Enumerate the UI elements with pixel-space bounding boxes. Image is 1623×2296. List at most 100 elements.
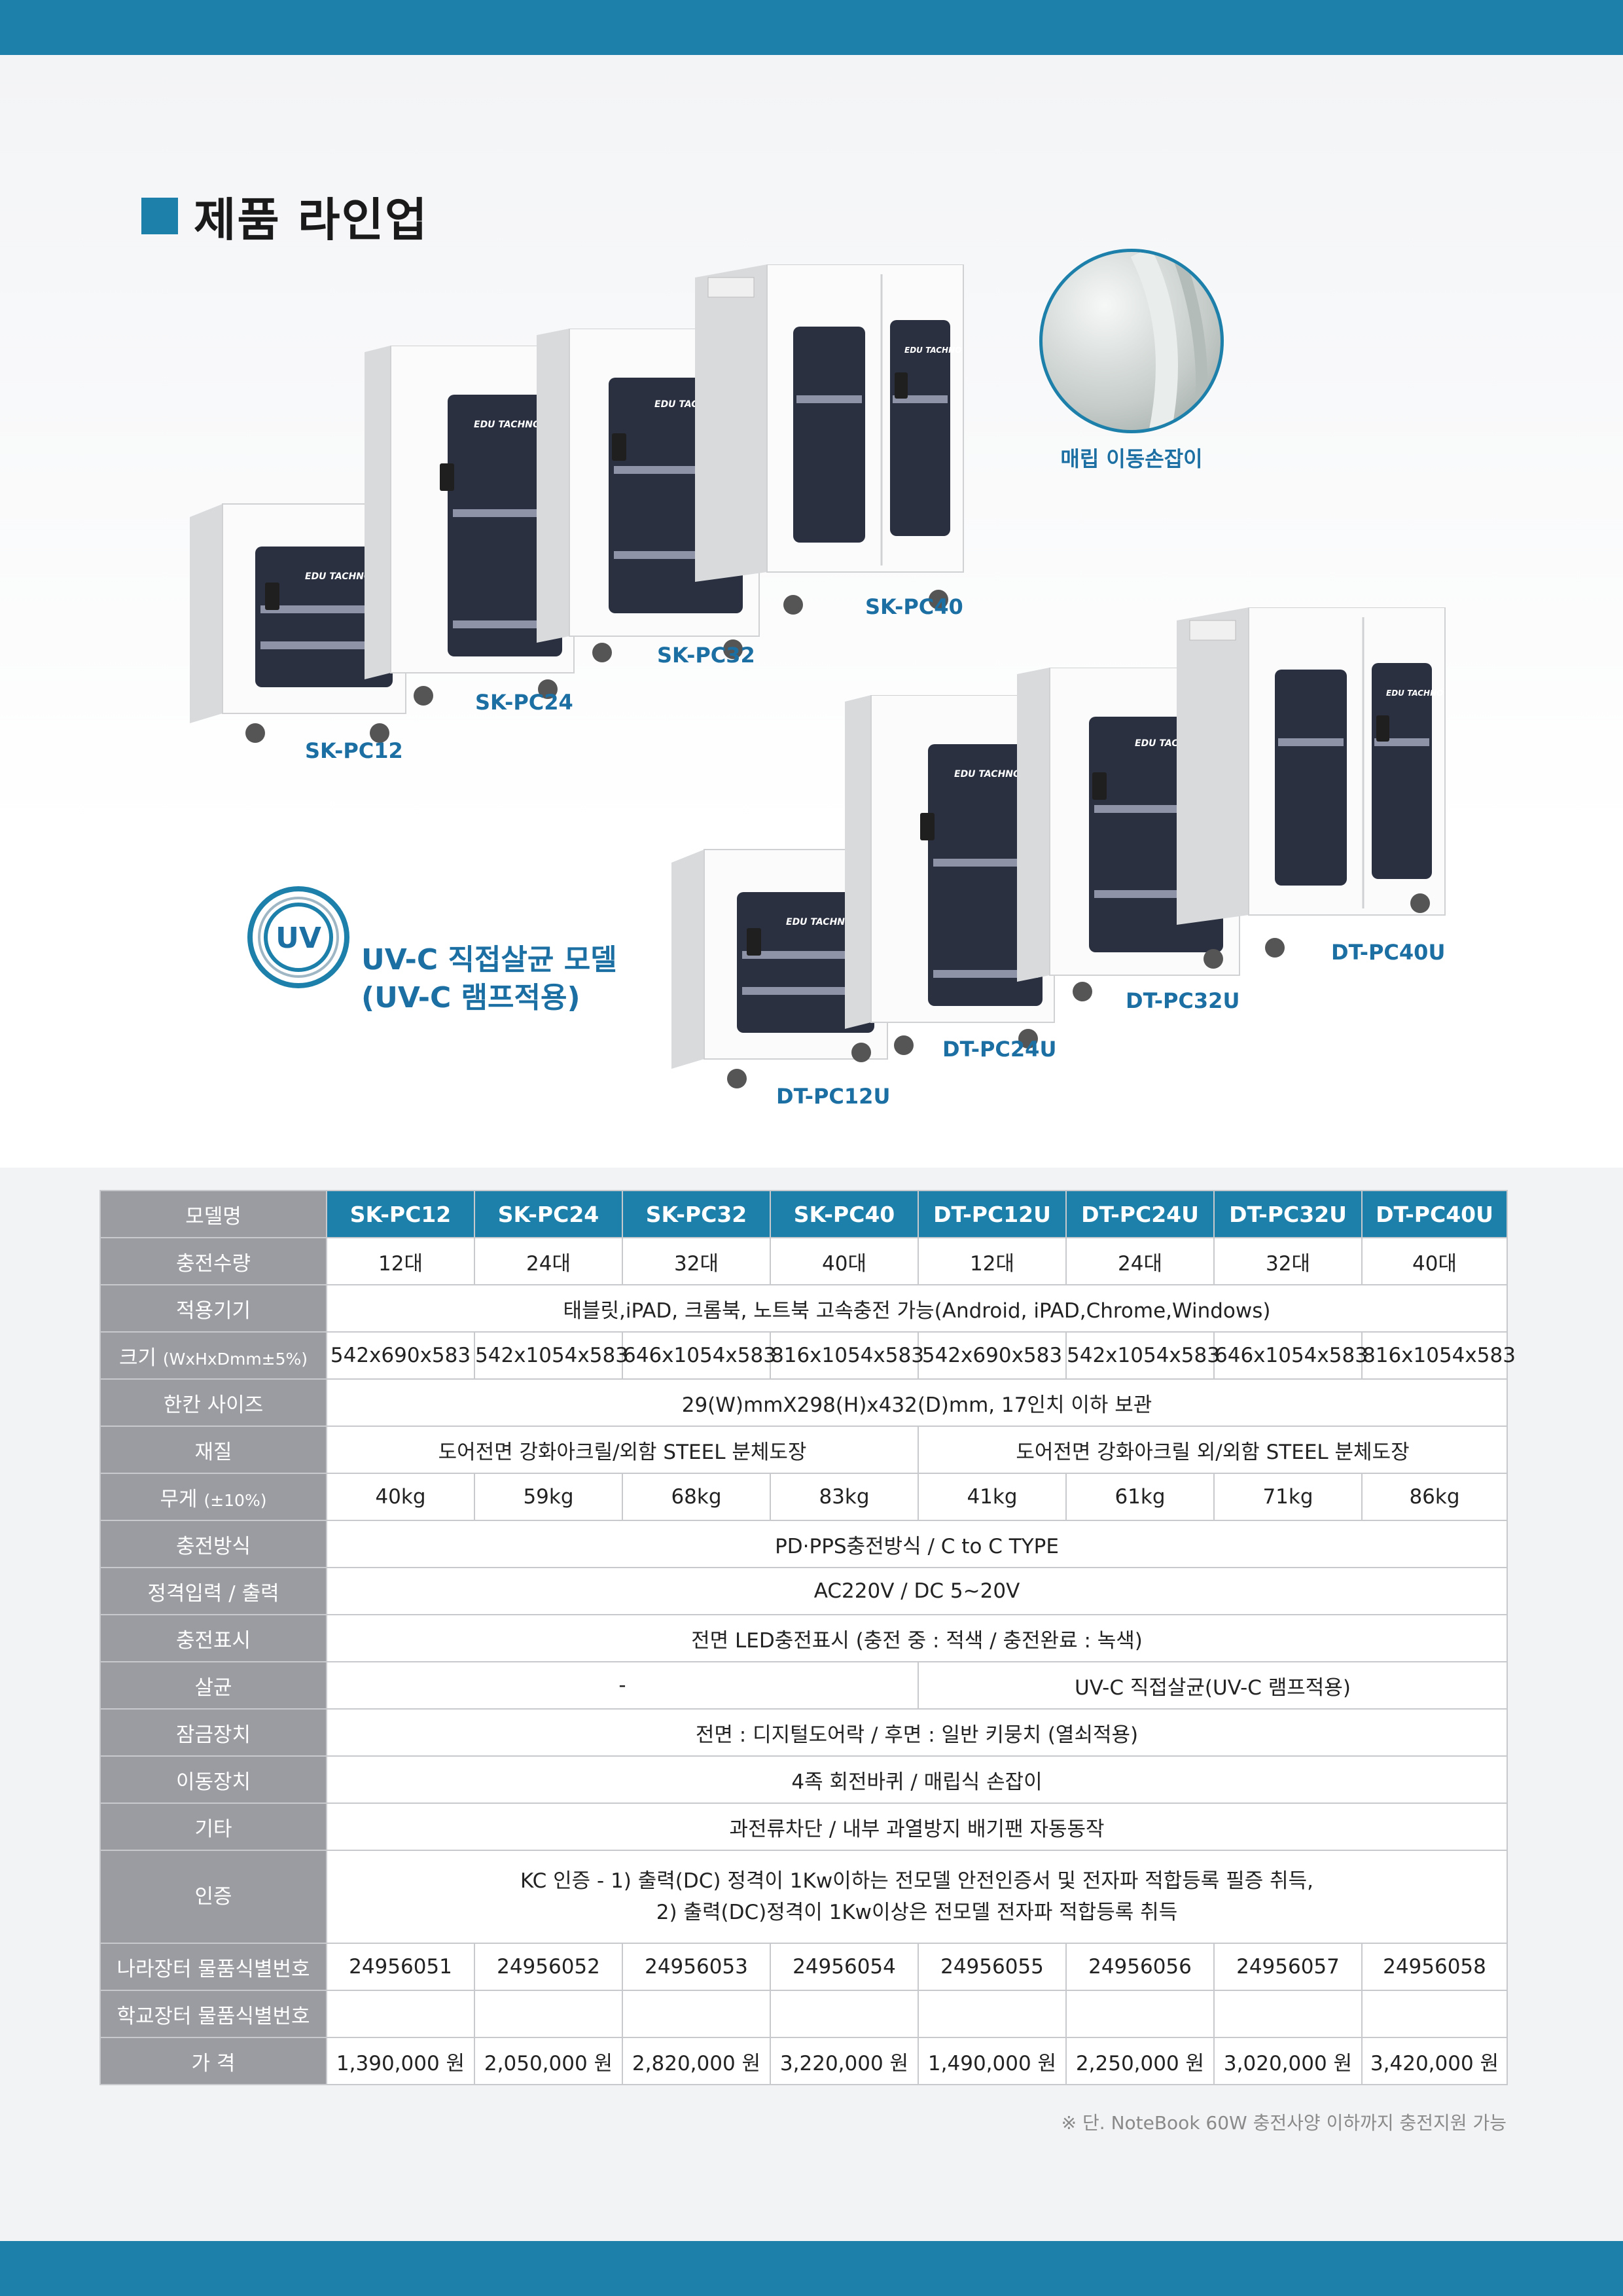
table-cell: 542x1054x583 xyxy=(1065,1331,1220,1380)
size-header: 크기 (WxHxDmm±5%) xyxy=(99,1331,327,1380)
table-cell: 40대 xyxy=(1361,1237,1508,1285)
sterilize-dt-value: UV-C 직접살균(UV-C 램프적용) xyxy=(918,1661,1508,1710)
product-sk-pc40-image: EDU TACHNO xyxy=(695,264,964,615)
table-cell: 24956051 xyxy=(326,1943,475,1991)
table-cell: 41kg xyxy=(918,1473,1067,1521)
uv-model-title: UV-C 직접살균 모델 (UV-C 램프적용) xyxy=(361,941,617,1017)
dt-pc40u-brand-text: EDU TACHNO xyxy=(1386,689,1443,698)
mobility-header: 이동장치 xyxy=(99,1755,327,1804)
sk-pc24-label: SK-PC24 xyxy=(475,690,573,715)
handle-detail-illustration xyxy=(1130,252,1208,430)
model-cell: DT-PC24U xyxy=(1065,1190,1215,1238)
power-row: 정격입력 / 출력 AC220V / DC 5~20V xyxy=(99,1567,1508,1615)
uv-badge-icon: UV xyxy=(247,886,349,988)
dt-pc12u-brand-text: EDU TACHNO xyxy=(786,917,853,927)
top-accent-bar xyxy=(0,0,1623,55)
section-title: 제품 라인업 xyxy=(141,183,428,249)
sk-pc40-label: SK-PC40 xyxy=(865,594,963,619)
table-cell: 3,020,000 원 xyxy=(1213,2037,1363,2085)
table-cell: 542x690x583 xyxy=(326,1331,475,1380)
lock-header: 잠금장치 xyxy=(99,1708,327,1757)
size-header-sub: (WxHxDmm±5%) xyxy=(162,1349,308,1369)
table-cell: 24956054 xyxy=(770,1943,919,1991)
etc-row: 기타 과전류차단 / 내부 과열방지 배기팬 자동동작 xyxy=(99,1803,1508,1851)
table-cell: 86kg xyxy=(1361,1473,1508,1521)
dt-pc24u-brand-text: EDU TACHNO xyxy=(954,769,1021,780)
handle-label: 매립 이동손잡이 xyxy=(1060,446,1203,471)
title-square-icon xyxy=(141,198,178,234)
table-cell: 40kg xyxy=(326,1473,475,1521)
price-row: 가 격 1,390,000 원 2,050,000 원 2,820,000 원 … xyxy=(99,2037,1508,2085)
material-header: 재질 xyxy=(99,1426,327,1474)
sk-pc12-label: SK-PC12 xyxy=(305,738,403,763)
sterilize-header: 살균 xyxy=(99,1661,327,1710)
dt-pc12u-label: DT-PC12U xyxy=(776,1084,891,1109)
uv-badge-text: UV xyxy=(276,922,321,955)
table-cell: 2,050,000 원 xyxy=(474,2037,623,2085)
table-cell: 816x1054x583 xyxy=(1361,1331,1516,1380)
table-cell: 542x690x583 xyxy=(918,1331,1067,1380)
indicator-header: 충전표시 xyxy=(99,1614,327,1662)
product-dt-pc12u-image: EDU TACHNO xyxy=(671,849,888,1088)
bottom-accent-bar xyxy=(0,2241,1623,2296)
table-cell: 61kg xyxy=(1065,1473,1215,1521)
product-dt-pc40u-image: EDU TACHNO xyxy=(1177,607,1446,958)
table-cell xyxy=(326,1990,475,2038)
table-cell: 646x1054x583 xyxy=(622,1331,776,1380)
lock-row: 잠금장치 전면 : 디지털도어락 / 후면 : 일반 키뭉치 (열쇠적용) xyxy=(99,1708,1508,1757)
handle-detail-image xyxy=(1039,249,1224,433)
dt-pc24u-label: DT-PC24U xyxy=(942,1037,1057,1062)
school-header: 학교장터 물품식별번호 xyxy=(99,1990,327,2038)
mobility-row: 이동장치 4족 회전바퀴 / 매립식 손잡이 xyxy=(99,1755,1508,1804)
table-cell: 1,390,000 원 xyxy=(326,2037,475,2085)
sk-pc24-brand-text: EDU TACHNO xyxy=(474,420,541,430)
narajangter-header: 나라장터 물품식별번호 xyxy=(99,1943,327,1991)
model-cell: SK-PC24 xyxy=(474,1190,623,1238)
product-sk-pc12-image: EDU TACHNO xyxy=(190,503,406,743)
spec-table: 모델명 SK-PC12 SK-PC24 SK-PC32 SK-PC40 DT-P… xyxy=(99,1190,1516,2085)
model-row: 모델명 SK-PC12 SK-PC24 SK-PC32 SK-PC40 DT-P… xyxy=(99,1190,1508,1238)
table-cell xyxy=(474,1990,623,2038)
sterilize-row: 살균 - UV-C 직접살균(UV-C 램프적용) xyxy=(99,1661,1508,1710)
charge-method-value: PD·PPS충전방식 / C to C TYPE xyxy=(326,1520,1508,1568)
devices-row: 적용기기 태블릿,iPAD, 크롬북, 노트북 고속충전 가능(Android,… xyxy=(99,1284,1508,1333)
uv-title-line1: UV-C 직접살균 모델 xyxy=(361,943,617,977)
slot-size-row: 한칸 사이즈 29(W)mmX298(H)x432(D)mm, 17인치 이하 … xyxy=(99,1378,1508,1427)
weight-header-sub: (±10%) xyxy=(204,1490,267,1510)
dt-pc40u-label: DT-PC40U xyxy=(1331,940,1446,965)
indicator-row: 충전표시 전면 LED충전표시 (충전 중 : 적색 / 충전완료 : 녹색) xyxy=(99,1614,1508,1662)
charge-count-header: 충전수량 xyxy=(99,1237,327,1285)
cert-value: KC 인증 - 1) 출력(DC) 정격이 1Kw이하는 전모델 안전인증서 및… xyxy=(326,1850,1508,1944)
weight-header-label: 무게 xyxy=(160,1487,198,1511)
table-cell xyxy=(1361,1990,1508,2038)
table-cell: 32대 xyxy=(622,1237,771,1285)
school-row: 학교장터 물품식별번호 xyxy=(99,1990,1508,2038)
model-cell: DT-PC40U xyxy=(1361,1190,1508,1238)
material-sk-value: 도어전면 강화아크릴/외함 STEEL 분체도장 xyxy=(326,1426,919,1474)
table-cell: 24956056 xyxy=(1065,1943,1215,1991)
table-cell: 24956055 xyxy=(918,1943,1067,1991)
table-cell: 71kg xyxy=(1213,1473,1363,1521)
model-cell: SK-PC32 xyxy=(622,1190,771,1238)
model-cell: DT-PC12U xyxy=(918,1190,1067,1238)
size-row: 크기 (WxHxDmm±5%) 542x690x583 542x1054x583… xyxy=(99,1331,1516,1380)
material-dt-value: 도어전면 강화아크릴 외/외함 STEEL 분체도장 xyxy=(918,1426,1508,1474)
uv-title-line2: (UV-C 램프적용) xyxy=(361,981,580,1014)
table-cell: 40대 xyxy=(770,1237,919,1285)
table-cell: 24대 xyxy=(474,1237,623,1285)
table-cell: 12대 xyxy=(918,1237,1067,1285)
narajangter-row: 나라장터 물품식별번호 24956051 24956052 24956053 2… xyxy=(99,1943,1508,1991)
weight-header: 무게 (±10%) xyxy=(99,1473,327,1521)
cert-line2: 2) 출력(DC)정격이 1Kw이상은 전모델 전자파 적합등록 취득 xyxy=(656,1901,1178,1924)
table-cell: 24대 xyxy=(1065,1237,1215,1285)
devices-value: 태블릿,iPAD, 크롬북, 노트북 고속충전 가능(Android, iPAD… xyxy=(326,1284,1508,1333)
sk-pc40-brand-text: EDU TACHNO xyxy=(904,346,961,355)
sk-pc12-brand-text: EDU TACHNO xyxy=(305,571,372,582)
weight-row: 무게 (±10%) 40kg 59kg 68kg 83kg 41kg 61kg … xyxy=(99,1473,1508,1521)
size-header-label: 크기 xyxy=(118,1346,156,1370)
table-cell: 24956057 xyxy=(1213,1943,1363,1991)
dt-pc32u-label: DT-PC32U xyxy=(1126,988,1240,1013)
sk-pc32-label: SK-PC32 xyxy=(657,643,755,668)
material-row: 재질 도어전면 강화아크릴/외함 STEEL 분체도장 도어전면 강화아크릴 외… xyxy=(99,1426,1508,1474)
table-cell xyxy=(918,1990,1067,2038)
